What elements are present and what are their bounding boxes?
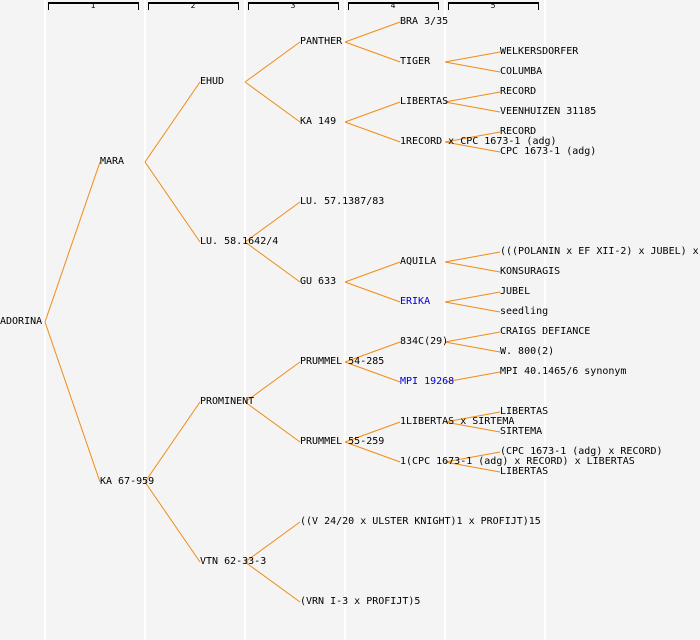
pedigree-node: SIRTEMA xyxy=(500,426,543,437)
pedigree-node: seedling xyxy=(500,306,549,317)
pedigree-node: LIBERTAS xyxy=(500,406,549,417)
column-separator xyxy=(244,0,246,640)
pedigree-connector xyxy=(444,261,501,273)
pedigree-connector xyxy=(244,41,301,83)
pedigree-connector xyxy=(444,51,501,63)
column-header-number: 3 xyxy=(290,1,296,10)
pedigree-connector xyxy=(344,441,401,463)
pedigree-connector xyxy=(344,361,401,383)
column-header-bracket xyxy=(48,2,139,10)
pedigree-connector xyxy=(444,341,501,353)
pedigree-node: MPI 40.1465/6 synonym xyxy=(500,366,627,377)
pedigree-connector xyxy=(344,281,401,303)
pedigree-node: PRUMMEL 54-285 xyxy=(300,356,385,367)
pedigree-connector xyxy=(444,331,501,343)
pedigree-node: (VRN I-3 x PROFIJT)5 xyxy=(300,596,421,607)
pedigree-node: EHUD xyxy=(200,76,225,87)
pedigree-node: JUBEL xyxy=(500,286,531,297)
pedigree-node: 1RECORD x CPC 1673-1 (adg) xyxy=(400,136,557,147)
pedigree-connector xyxy=(44,161,101,323)
pedigree-node: 1LIBERTAS x SIRTEMA xyxy=(400,416,515,427)
pedigree-node: LU. 57.1387/83 xyxy=(300,196,385,207)
pedigree-connector xyxy=(444,411,501,423)
root-plant: ADORINA xyxy=(0,316,43,327)
column-header-bracket xyxy=(248,2,339,10)
pedigree-node[interactable]: ERIKA xyxy=(400,296,431,307)
pedigree-connector xyxy=(144,401,201,483)
pedigree-node: TIGER xyxy=(400,56,431,67)
pedigree-node: RECORD xyxy=(500,86,537,97)
pedigree-node: KONSURAGIS xyxy=(500,266,561,277)
pedigree-connector xyxy=(344,421,401,443)
pedigree-connector xyxy=(444,131,501,143)
pedigree-connector xyxy=(244,401,301,443)
column-header-number: 5 xyxy=(490,1,496,10)
pedigree-connector xyxy=(344,21,401,43)
pedigree-node: 834C(29) xyxy=(400,336,449,347)
pedigree-node: RECORD xyxy=(500,126,537,137)
pedigree-node: KA 149 xyxy=(300,116,337,127)
pedigree-connector xyxy=(344,121,401,143)
column-header-bracket xyxy=(448,2,539,10)
pedigree-connector xyxy=(144,481,201,563)
pedigree-connector xyxy=(244,81,301,123)
pedigree-node: VEENHUIZEN 31185 xyxy=(500,106,597,117)
pedigree-node: VTN 62-33-3 xyxy=(200,556,267,567)
pedigree-connector xyxy=(444,141,501,153)
pedigree-connector xyxy=(444,91,501,103)
pedigree-node: WELKERSDORFER xyxy=(500,46,579,57)
pedigree-connector xyxy=(144,81,201,163)
column-separator xyxy=(444,0,446,640)
pedigree-node: CPC 1673-1 (adg) xyxy=(500,146,597,157)
pedigree-node: LIBERTAS xyxy=(400,96,449,107)
pedigree-node: PANTHER xyxy=(300,36,343,47)
pedigree-node: PROMINENT xyxy=(200,396,255,407)
pedigree-connector xyxy=(444,251,501,263)
pedigree-connector xyxy=(444,291,501,303)
column-header-number: 1 xyxy=(90,1,96,10)
pedigree-connector xyxy=(444,451,501,463)
pedigree-node: LU. 58.1642/4 xyxy=(200,236,279,247)
pedigree-node: PRUMMEL 55-259 xyxy=(300,436,385,447)
column-separator xyxy=(144,0,146,640)
pedigree-node: AQUILA xyxy=(400,256,437,267)
column-separator xyxy=(544,0,546,640)
pedigree-connector xyxy=(244,521,301,563)
pedigree-connector xyxy=(44,321,101,483)
pedigree-connector xyxy=(444,371,501,383)
pedigree-node: MARA xyxy=(100,156,125,167)
pedigree-connector xyxy=(444,101,501,113)
pedigree-connector xyxy=(344,101,401,123)
pedigree-node: COLUMBA xyxy=(500,66,543,77)
column-separator xyxy=(344,0,346,640)
pedigree-connector xyxy=(244,361,301,403)
pedigree-node: GU 633 xyxy=(300,276,337,287)
pedigree-connector xyxy=(244,201,301,243)
pedigree-node: CRAIGS DEFIANCE xyxy=(500,326,591,337)
pedigree-connector xyxy=(344,261,401,283)
pedigree-connector xyxy=(444,421,501,433)
pedigree-node: W. 800(2) xyxy=(500,346,555,357)
pedigree-node[interactable]: MPI 19268 xyxy=(400,376,455,387)
pedigree-connector xyxy=(444,301,501,313)
pedigree-connector xyxy=(444,61,501,73)
pedigree-node: 1(CPC 1673-1 (adg) x RECORD) x LIBERTAS xyxy=(400,456,635,467)
pedigree-node: BRA 3/35 xyxy=(400,16,449,27)
column-header-bracket xyxy=(348,2,439,10)
pedigree-connector xyxy=(344,341,401,363)
pedigree-node: KA 67-959 xyxy=(100,476,155,487)
pedigree-node: LIBERTAS xyxy=(500,466,549,477)
column-header-number: 4 xyxy=(390,1,396,10)
column-header-bracket xyxy=(148,2,239,10)
column-header-number: 2 xyxy=(190,1,196,10)
column-separator xyxy=(44,0,46,640)
pedigree-connector xyxy=(444,461,501,473)
pedigree-node: (((POLANIN x EF XII-2) x JUBEL) x xyxy=(500,246,699,257)
pedigree-connector xyxy=(344,41,401,63)
pedigree-connector xyxy=(244,241,301,283)
pedigree-node: (CPC 1673-1 (adg) x RECORD) xyxy=(500,446,663,457)
pedigree-connector xyxy=(244,561,301,603)
pedigree-connector xyxy=(144,161,201,243)
pedigree-node: ((V 24/20 x ULSTER KNIGHT)1 x PROFIJT)15 xyxy=(300,516,541,527)
